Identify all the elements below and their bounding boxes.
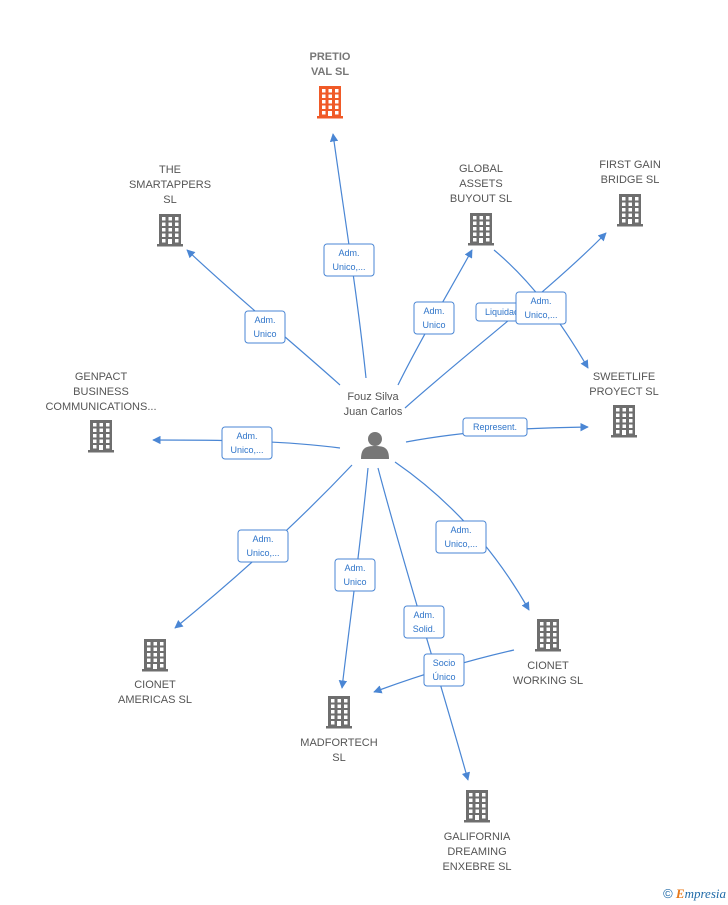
person-icon	[361, 432, 389, 459]
edge-label-text: Socio	[433, 658, 456, 668]
building-icon	[535, 619, 561, 652]
company-name: MADFORTECH	[300, 737, 377, 749]
copyright-icon: ©	[663, 886, 673, 901]
edge-label-box	[413, 301, 455, 335]
edge-label-box	[462, 417, 528, 437]
edge-label-text: Unico	[343, 577, 366, 587]
edge-label-text: Unico,...	[524, 310, 557, 320]
company-name: BRIDGE SL	[601, 174, 660, 186]
company-name: DREAMING	[447, 846, 506, 858]
edge-label-text: Liquidador	[485, 307, 527, 317]
company-name: GALIFORNIA	[444, 831, 511, 843]
edge-label-text: Adm.	[413, 610, 434, 620]
company-node-california[interactable]: GALIFORNIA DREAMING ENXEBRE SL	[442, 790, 512, 873]
company-name: BUSINESS	[73, 386, 129, 398]
company-name: FIRST GAIN	[599, 159, 661, 171]
edge-label-americas[interactable]: Adm. Unico,...	[237, 529, 289, 563]
building-icon	[464, 790, 490, 823]
company-name: GLOBAL	[459, 163, 503, 175]
edge-label-box	[515, 291, 567, 325]
edge-label-text: Adm.	[254, 315, 275, 325]
company-name: PROYECT SL	[589, 386, 659, 398]
company-node-cionetworking[interactable]: CIONET WORKING SL	[513, 619, 583, 687]
building-icon	[317, 86, 343, 119]
company-node-genpact[interactable]: GENPACT BUSINESS COMMUNICATIONS...	[45, 371, 157, 453]
edge-label-global[interactable]: Adm. Unico	[413, 301, 455, 335]
edge-label-text: Adm.	[344, 563, 365, 573]
building-icon	[326, 696, 352, 729]
edge-label-cionetworking[interactable]: Adm. Unico,...	[435, 520, 487, 554]
edge-label-text: Represent.	[473, 422, 517, 432]
edge-label-text: Unico,...	[230, 445, 263, 455]
edge-label-pretio[interactable]: Adm. Unico,...	[323, 243, 375, 277]
edge-label-box	[334, 558, 376, 592]
edge-label-text: Único	[432, 672, 455, 682]
company-name: BUYOUT SL	[450, 193, 512, 205]
brand-name: mpresia	[684, 886, 726, 901]
edge-label-box	[323, 243, 375, 277]
company-name: VAL SL	[311, 66, 349, 78]
edge-label-box	[237, 529, 289, 563]
edge-label-text: Adm.	[236, 431, 257, 441]
edge-label-madfortech[interactable]: Adm. Unico	[334, 558, 376, 592]
edge-label-text: Adm.	[252, 534, 273, 544]
company-name: SL	[332, 752, 345, 764]
company-node-sweetlife[interactable]: SWEETLIFE PROYECT SL	[589, 371, 659, 438]
edge-label-box	[221, 426, 273, 460]
company-name: COMMUNICATIONS...	[45, 401, 156, 413]
person-name-line2: Juan Carlos	[344, 406, 403, 418]
edge-label-sweetlife[interactable]: Represent.	[462, 417, 528, 437]
company-name: THE	[159, 164, 181, 176]
company-name: WORKING SL	[513, 675, 583, 687]
edge-label-text: Unico	[422, 320, 445, 330]
company-name: PRETIO	[310, 51, 351, 63]
company-name: SWEETLIFE	[593, 371, 655, 383]
footer-brand[interactable]: © Empresia	[663, 886, 726, 902]
edge-label-california[interactable]: Adm. Solid.	[403, 605, 445, 639]
edge-label-text: Adm.	[338, 248, 359, 258]
brand-initial: E	[675, 886, 685, 901]
edge-label-text: Adm.	[530, 296, 551, 306]
nodes-layer: PRETIO VAL SL THE SMARTAPPERS SL GLOBAL ASSETS…	[45, 51, 660, 873]
company-name: SL	[163, 194, 176, 206]
company-name: CIONET	[527, 660, 569, 672]
company-name: ASSETS	[459, 178, 502, 190]
building-icon	[142, 639, 168, 672]
building-icon	[157, 214, 183, 247]
edge-label-text: Unico,...	[332, 262, 365, 272]
building-icon	[617, 194, 643, 227]
edge-label-text: Solid.	[413, 624, 436, 634]
building-icon	[611, 405, 637, 438]
company-node-pretio[interactable]: PRETIO VAL SL	[310, 51, 351, 119]
company-node-firstgain[interactable]: FIRST GAIN BRIDGE SL	[599, 159, 661, 227]
company-node-madfortech[interactable]: MADFORTECH SL	[300, 696, 378, 764]
edge-label-sweetlife_via_global[interactable]: Adm. Unico,...	[515, 291, 567, 325]
edge-label-text: Adm.	[450, 525, 471, 535]
edge-label-text: Unico,...	[246, 548, 279, 558]
edge-label-smartappers[interactable]: Adm. Unico	[244, 310, 286, 344]
edge-labels-layer: Adm.Unico,...Adm.UnicoAdm.UnicoLiquidado…	[221, 243, 567, 687]
company-name: AMERICAS SL	[118, 694, 192, 706]
edge-label-box	[435, 520, 487, 554]
company-name: ENXEBRE SL	[442, 861, 511, 873]
company-name: CIONET	[134, 679, 176, 691]
edge-label-text: Unico,...	[444, 539, 477, 549]
company-node-smartappers[interactable]: THE SMARTAPPERS SL	[129, 164, 211, 247]
edge-label-genpact[interactable]: Adm. Unico,...	[221, 426, 273, 460]
edge-label-text: Adm.	[423, 306, 444, 316]
building-icon	[88, 420, 114, 453]
company-node-global[interactable]: GLOBAL ASSETS BUYOUT SL	[450, 163, 512, 246]
building-icon	[468, 213, 494, 246]
company-node-americas[interactable]: CIONET AMERICAS SL	[118, 639, 192, 706]
person-name-line1: Fouz Silva	[347, 391, 399, 403]
edge-label-box	[423, 653, 465, 687]
edge-label-text: Unico	[253, 329, 276, 339]
company-name: SMARTAPPERS	[129, 179, 211, 191]
edge-label-box	[403, 605, 445, 639]
company-name: GENPACT	[75, 371, 128, 383]
edge-label-box	[244, 310, 286, 344]
